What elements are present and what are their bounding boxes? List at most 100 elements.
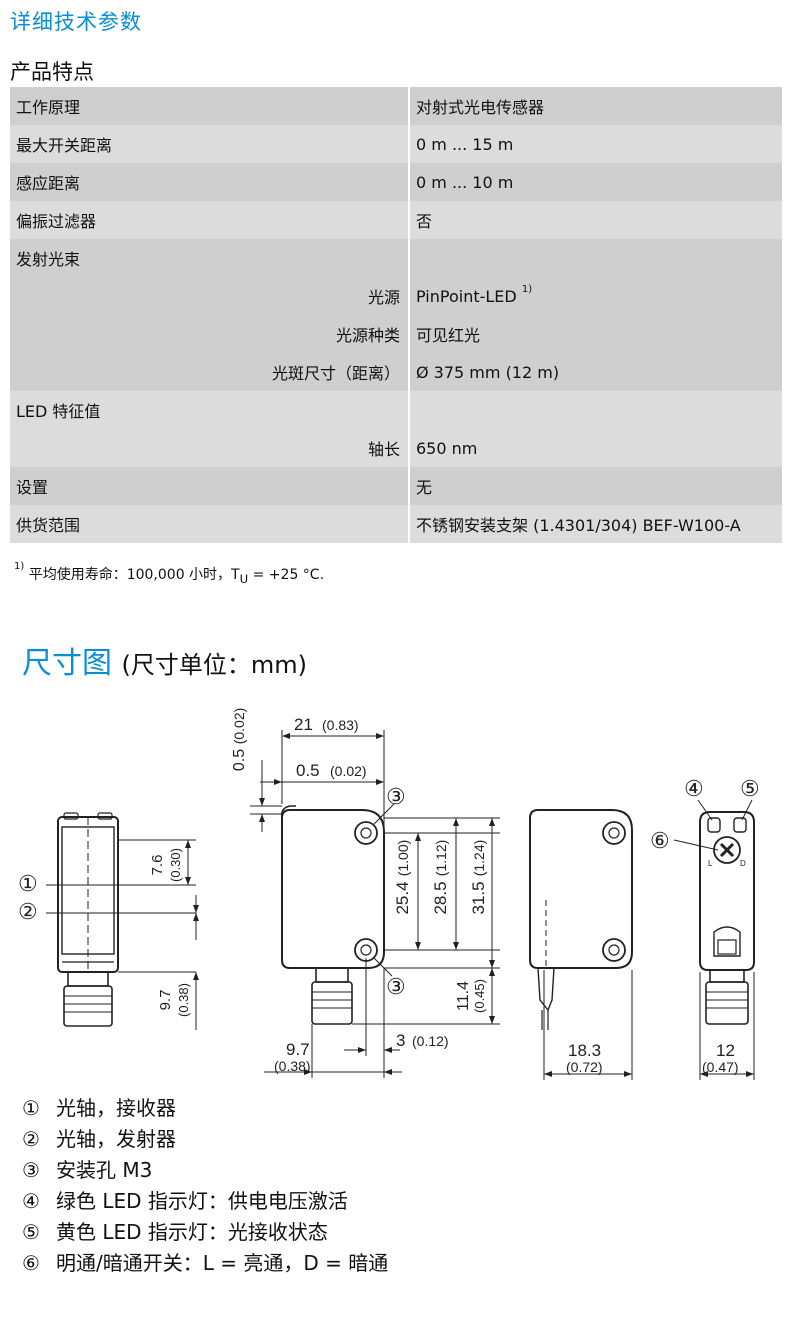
dim-label: (1.12) <box>433 840 449 877</box>
dim-label: (0.12) <box>412 1033 449 1049</box>
dim-label: 25.4 <box>393 881 412 914</box>
cable-hole-bottom-inner <box>608 944 620 956</box>
cable-hole-top-inner <box>608 827 620 839</box>
legend-text: 光轴，发射器 <box>56 1127 176 1151</box>
table-row: 偏振过滤器 否 <box>10 201 782 239</box>
legend-number: ③ <box>22 1158 40 1182</box>
cable-hole-bottom <box>602 938 626 962</box>
back-latch <box>713 926 741 957</box>
dim-label: (0.02) <box>330 763 367 779</box>
legend-text: 安装孔 M3 <box>56 1158 153 1182</box>
table-row: 感应距离 0 m ... 10 m <box>10 163 782 201</box>
spec-key: 设置 <box>10 467 409 505</box>
footnote-mark: 1) <box>14 561 25 572</box>
dimension-title: 尺寸图 (尺寸单位：mm) <box>22 638 307 682</box>
legend-item: ③ 安装孔 M3 <box>22 1155 388 1186</box>
side-connector-body <box>311 981 353 1025</box>
led-yellow <box>733 817 747 833</box>
dim-label: 0.5 <box>296 761 320 780</box>
spec-value <box>408 391 782 429</box>
dim-label: (0.45) <box>472 979 487 1013</box>
dim-label: 11.4 <box>455 981 472 1011</box>
legend-number: ⑤ <box>22 1220 40 1244</box>
legend-text: 光轴，接收器 <box>56 1096 176 1120</box>
spec-key: 偏振过滤器 <box>10 201 409 239</box>
callout-5: ⑤ <box>740 776 760 801</box>
leader-line <box>697 799 713 821</box>
spec-value: 650 nm <box>408 429 782 467</box>
spec-value: 不锈钢安装支架 (1.4301/304) BEF-W100-A <box>408 505 782 543</box>
legend-number: ① <box>22 1096 40 1120</box>
spec-value <box>408 239 782 277</box>
leader-line <box>741 799 753 821</box>
callout-2: ② <box>18 899 38 924</box>
spec-value: 0 m ... 15 m <box>408 125 782 163</box>
spec-key: 轴长 <box>10 429 409 467</box>
table-row: LED 特征值 <box>10 391 782 429</box>
connector-body <box>63 985 113 1027</box>
led-green <box>707 817 721 833</box>
table-row: 供货范围 不锈钢安装支架 (1.4301/304) BEF-W100-A <box>10 505 782 543</box>
front-view: 7.6 (0.30) 9.7 (0.38) ① ② <box>18 812 199 1030</box>
mount-hole-top <box>354 821 378 845</box>
dim-label: 7.6 <box>149 855 166 876</box>
spec-value: 否 <box>408 201 782 239</box>
dim-label: 18.3 <box>568 1041 601 1060</box>
dimension-unit-note: (尺寸单位：mm) <box>121 651 308 679</box>
footnote: 1) 平均使用寿命：100,000 小时，TU = +25 °C. <box>14 561 325 586</box>
table-row: 光源 PinPoint-LED 1) <box>10 277 782 315</box>
mount-hole-bottom <box>354 938 378 962</box>
dim-label: (0.83) <box>322 717 359 733</box>
leader-line <box>373 957 393 977</box>
legend-number: ② <box>22 1127 40 1151</box>
spec-key: 光源种类 <box>10 315 409 353</box>
dim-label: 3 <box>396 1031 405 1050</box>
spec-key: 供货范围 <box>10 505 409 543</box>
dim-label: (0.38) <box>274 1058 311 1074</box>
connector-neck <box>67 971 109 987</box>
cable-hole-top <box>602 821 626 845</box>
spec-key: 最大开关距离 <box>10 125 409 163</box>
spec-key: 发射光束 <box>10 239 409 277</box>
dim-label: (0.38) <box>176 983 191 1017</box>
leader-line <box>373 803 395 825</box>
back-housing <box>699 811 755 971</box>
spec-value: 0 m ... 10 m <box>408 163 782 201</box>
back-connector-neck <box>709 969 745 983</box>
footnote-text-after: = +25 °C. <box>248 567 325 583</box>
legend-item: ⑥ 明通/暗通开关：L = 亮通，D = 暗通 <box>22 1248 388 1279</box>
legend-number: ⑥ <box>22 1251 40 1275</box>
spec-value: 无 <box>408 467 782 505</box>
footnote-sub: U <box>239 571 249 586</box>
spec-key: 光斑尺寸（距离） <box>10 353 409 391</box>
leader-line <box>673 839 719 851</box>
front-tab-right <box>97 812 113 820</box>
mount-hole-bottom-inner <box>360 944 372 956</box>
legend-item: ⑤ 黄色 LED 指示灯：光接收状态 <box>22 1217 388 1248</box>
dim-label: (0.30) <box>168 848 183 882</box>
spec-key: 光源 <box>10 277 409 315</box>
back-connector-body <box>705 981 749 1025</box>
subsection-title: 产品特点 <box>10 60 94 84</box>
front-tab-left <box>63 812 79 820</box>
back-latch-inner <box>717 939 737 955</box>
dim-label: 28.5 <box>431 881 450 914</box>
dim-label: (0.47) <box>702 1059 739 1075</box>
dim-label: 31.5 <box>469 881 488 914</box>
legend-item: ① 光轴，接收器 <box>22 1093 388 1124</box>
table-row: 光源种类 可见红光 <box>10 315 782 353</box>
legend-text: 黄色 LED 指示灯：光接收状态 <box>56 1220 328 1244</box>
spec-value: PinPoint-LED 1) <box>408 277 782 315</box>
dimension-drawing: 7.6 (0.30) 9.7 (0.38) ① ② <box>18 708 760 1080</box>
dim-arrows <box>358 1047 392 1053</box>
table-row: 设置 无 <box>10 467 782 505</box>
switch-label-l: L <box>708 859 713 868</box>
table-row: 最大开关距离 0 m ... 15 m <box>10 125 782 163</box>
switch-x-icon <box>719 842 735 858</box>
dim-label: 0.5 <box>231 749 248 771</box>
legend-text: 明通/暗通开关：L = 亮通，D = 暗通 <box>56 1251 389 1275</box>
callout-3: ③ <box>386 974 406 999</box>
back-view: L D 12 (0.47) ④ ⑤ ⑥ <box>650 776 760 1080</box>
table-row: 发射光束 <box>10 239 782 277</box>
